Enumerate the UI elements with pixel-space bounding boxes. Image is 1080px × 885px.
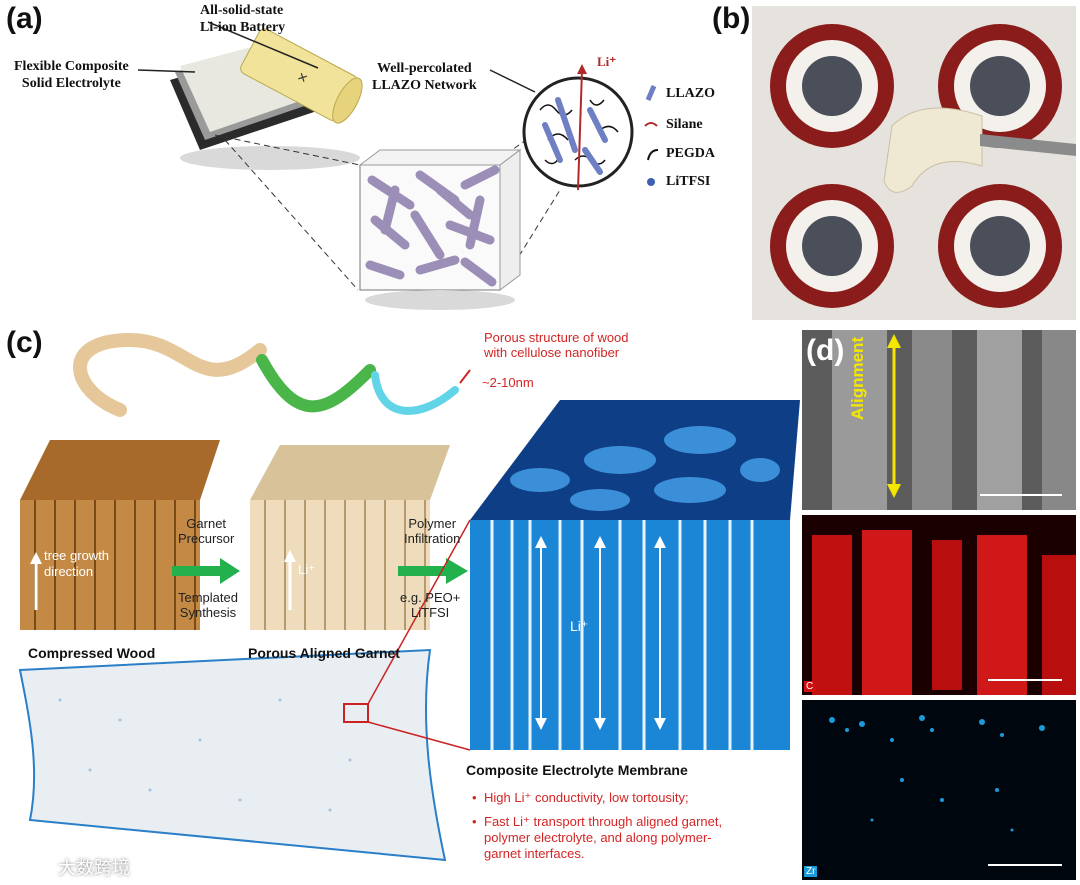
panel-b-label: (b): [712, 2, 750, 36]
tree-growth-line1: tree growth: [44, 548, 109, 564]
pore-size-label: ~2-10nm: [482, 375, 534, 390]
arrow2-bottom-line1: e.g. PEO+: [400, 590, 460, 605]
caption-compressed-wood: Compressed Wood: [28, 645, 155, 661]
arrow1-top-line1: Garnet: [178, 516, 234, 531]
arrow1-top-line2: Precursor: [178, 531, 234, 546]
battery-label-line2: Li-ion Battery: [200, 19, 285, 36]
element-zr-badge: Zr: [804, 866, 817, 877]
bullet-2-line2: polymer electrolyte, and along polymer-: [484, 830, 712, 846]
electrolyte-label-line1: Flexible Composite: [14, 58, 129, 75]
arrow1-bottom-line1: Templated: [178, 590, 238, 605]
arrow2-top-line1: Polymer: [404, 516, 460, 531]
caption-porous-garnet: Porous Aligned Garnet: [248, 645, 400, 661]
li-ion-label: Li⁺: [597, 54, 616, 70]
zr-map-texture: [802, 700, 1076, 880]
legend-litfsi: LiTFSI: [666, 174, 710, 190]
panel-a-illustration: ×: [0, 0, 740, 320]
panel-d-label: (d): [806, 334, 844, 368]
seal-photo-illustration: [752, 6, 1076, 320]
legend-pegda: PEGDA: [666, 146, 715, 162]
network-label-line2: LLAZO Network: [372, 77, 477, 94]
porous-note-line2: with cellulose nanofiber: [484, 345, 629, 360]
bullet-2-line1: Fast Li⁺ transport through aligned garne…: [484, 814, 722, 830]
eds-carbon-map: C: [802, 515, 1076, 695]
battery-label-line1: All-solid-state: [200, 2, 285, 19]
electrolyte-label-line2: Solid Electrolyte: [14, 75, 129, 92]
li-membrane-label: Li⁺: [570, 618, 588, 635]
arrow2-top-line2: Infiltration: [404, 531, 460, 546]
watermark-text: 大数跨境: [58, 854, 130, 880]
legend-silane: Silane: [666, 117, 703, 133]
bullet-1: High Li⁺ conductivity, low tortousity;: [484, 790, 689, 806]
network-label-line1: Well-percolated: [372, 60, 477, 77]
li-garnet-label: Li⁺: [298, 562, 315, 578]
element-c-badge: C: [804, 681, 815, 692]
eds-zirconium-map: Zr: [802, 700, 1076, 880]
alignment-label: Alignment: [848, 337, 868, 420]
carbon-map-texture: [802, 515, 1076, 695]
panel-b-photo: [752, 6, 1076, 320]
arrow2-bottom-line2: LiTFSI: [400, 605, 460, 620]
porous-note-line1: Porous structure of wood: [484, 330, 629, 345]
bullet-2-line3: garnet interfaces.: [484, 846, 584, 862]
arrow1-bottom-line2: Synthesis: [178, 605, 238, 620]
caption-composite-membrane: Composite Electrolyte Membrane: [466, 762, 688, 778]
tree-growth-line2: direction: [44, 564, 109, 580]
legend-llazo: LLAZO: [666, 86, 715, 102]
